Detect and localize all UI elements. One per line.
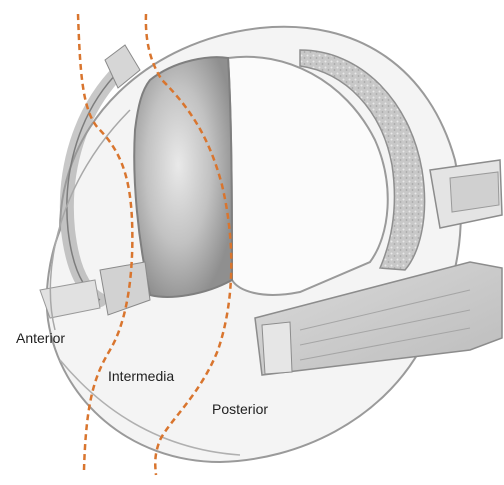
label-anterior: Anterior [16,330,65,346]
lens [134,57,232,297]
label-intermedia: Intermedia [108,368,174,384]
label-posterior: Posterior [212,401,268,417]
optic-stump [430,160,502,228]
